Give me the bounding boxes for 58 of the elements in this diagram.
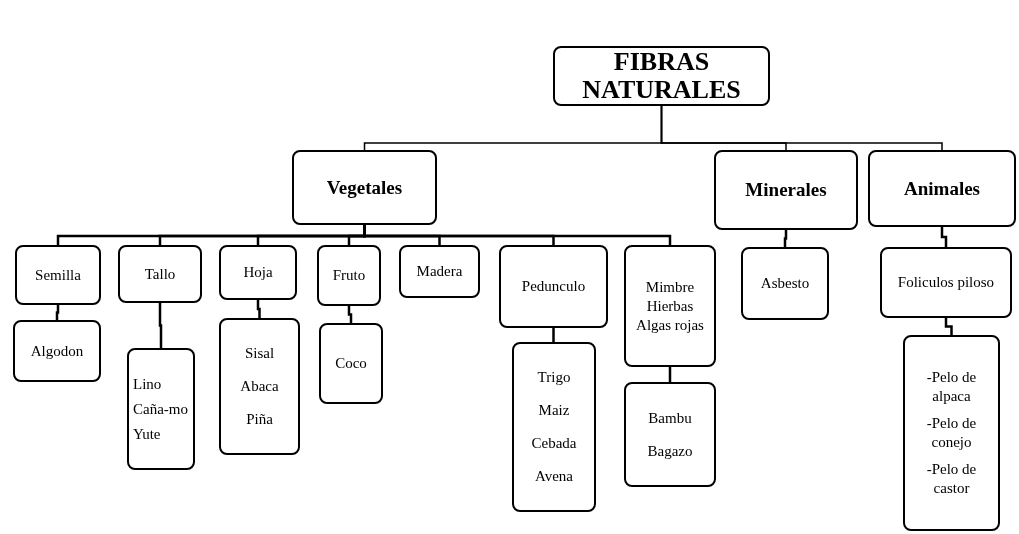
node-label: Foliculos piloso [897,273,995,292]
connector-line [660,105,943,151]
node-label: Vegetales [326,175,403,200]
node-label: Bambu [648,408,692,428]
connector-line [256,300,261,318]
node-label: Maiz [538,401,570,420]
node-label: Caña-mo [133,399,188,419]
node-label: -Pelo de castor [925,460,978,498]
root-box [553,46,770,106]
connector-line [158,303,163,348]
item-box [127,348,195,470]
item-box [219,318,300,455]
node-label: Fruto [332,266,366,285]
connector-line [347,306,353,323]
node-label: Madera [416,262,463,281]
node-label: -Pelo de alpaca [925,368,978,406]
item-box [741,247,829,320]
node-label: Avena [534,467,573,486]
node-label: Trigo [537,368,571,387]
item-box [624,245,716,367]
node-label: Minerales [745,178,827,202]
item-box [399,245,480,298]
node-label: Yute [133,424,161,444]
item-box [319,323,383,404]
item-box [317,245,381,306]
item-box [903,335,1000,531]
connector-line [552,328,555,342]
node-label: Tallo [144,264,176,284]
item-box [499,245,608,328]
node-label: Lino [133,374,162,394]
node-label: Asbesto [760,274,810,293]
item-box [624,382,716,487]
node-label: Piña [246,410,273,429]
node-label: Hoja [243,263,273,282]
node-label: FIBRAS NATURALES [581,48,742,104]
node-label: Abaca [240,377,279,396]
category-box [292,150,437,225]
item-box [512,342,596,512]
category-box [714,150,858,230]
item-box [880,247,1012,318]
item-box [118,245,202,303]
node-label: Cebada [531,434,577,453]
connector-line [363,225,672,245]
category-box [868,150,1016,227]
node-label: Sisal [244,344,275,363]
node-label: Semilla [35,265,81,285]
node-label: Algodon [30,341,84,361]
node-label: -Pelo de conejo [925,414,978,452]
connector-line [944,318,953,335]
node-label: Animales [904,176,980,201]
node-label: Coco [335,354,367,373]
node-label: Bagazo [647,441,693,461]
item-box [219,245,297,300]
connector-line [940,227,948,247]
node-label: Mimbre Hierbas Algas rojas [635,277,705,335]
node-label: Pedunculo [521,277,586,296]
item-box [15,245,101,305]
item-box [13,320,101,382]
